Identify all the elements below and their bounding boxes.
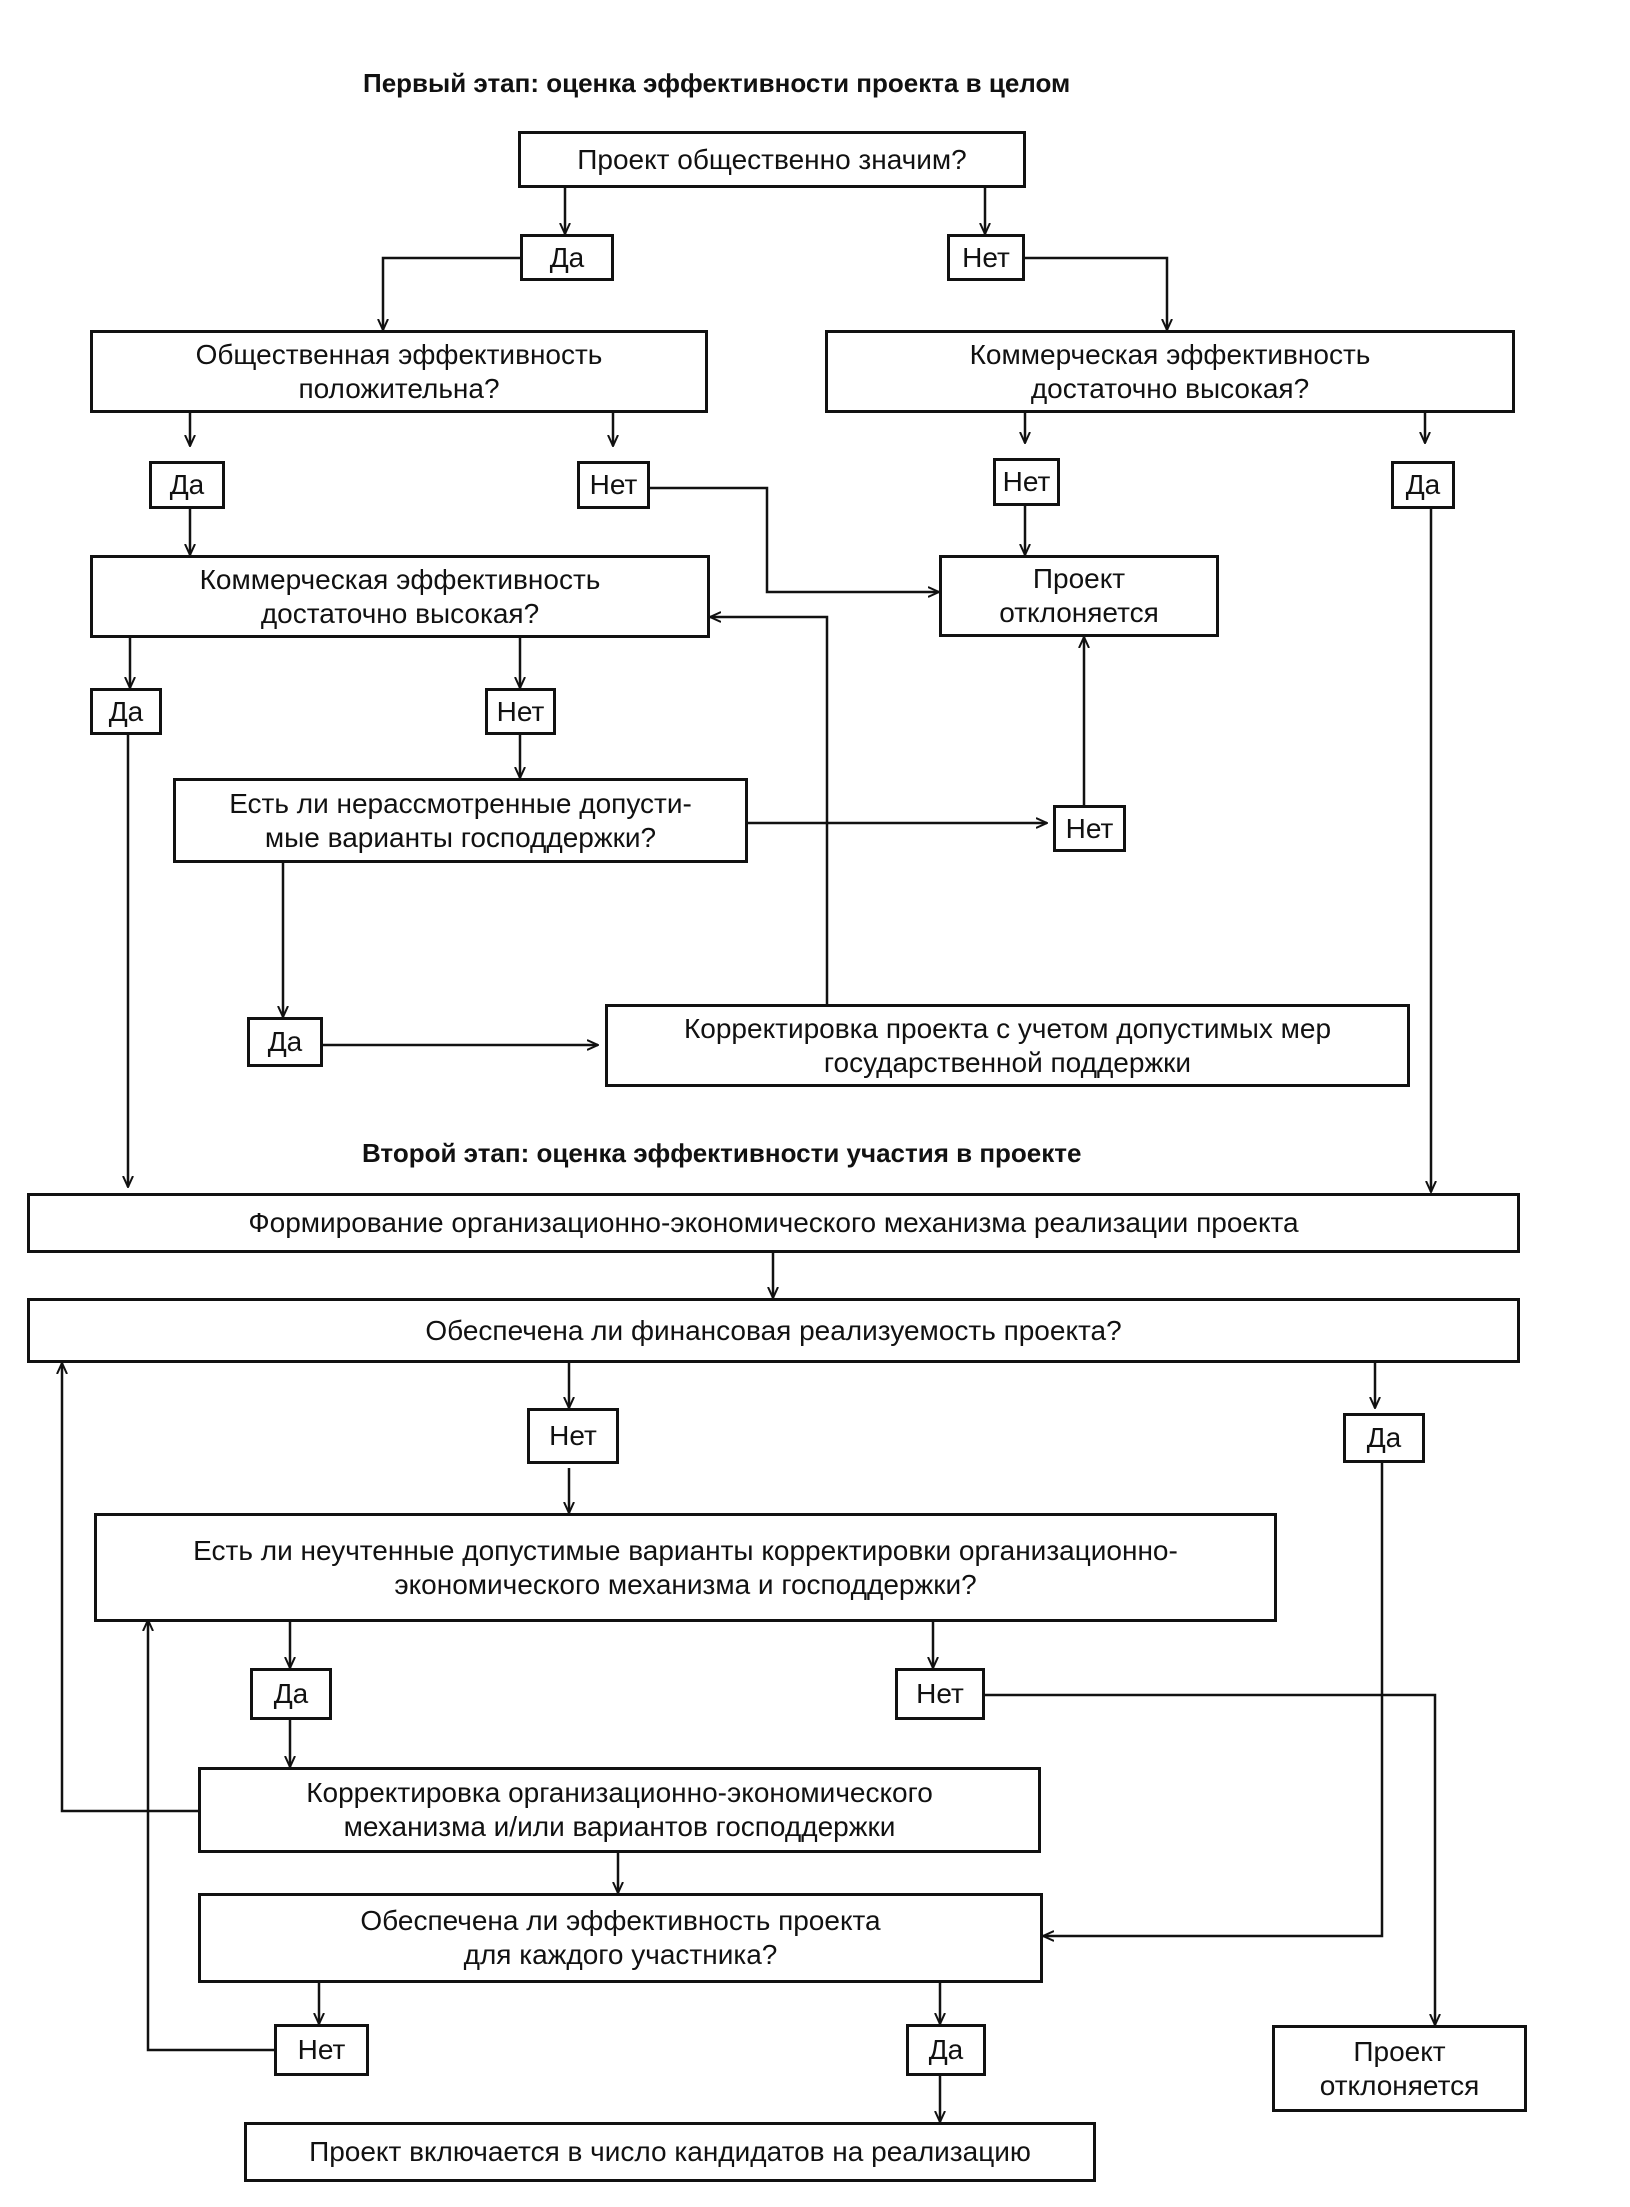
question-unaccounted-variants: Есть ли неучтенные допустимые варианты к… [94,1513,1277,1622]
connector [1043,1463,1384,1936]
connector [710,617,829,1004]
adjust-mechanism-or-support: Корректировка организационно-экономическ… [198,1767,1041,1853]
connector [383,256,520,330]
label-no: Нет [895,1668,985,1720]
label-yes: Да [520,234,614,281]
project-rejected-stage2: Проект отклоняется [1272,2025,1527,2112]
question-participant-efficiency: Обеспечена ли эффективность проекта для … [198,1893,1043,1983]
label-no: Нет [274,2024,369,2076]
project-included-candidates: Проект включается в число кандидатов на … [244,2122,1096,2182]
forming-org-economic-mechanism: Формирование организационно-экономическо… [27,1193,1520,1253]
project-adjustment-state-support: Корректировка проекта с учетом допустимы… [605,1004,1410,1087]
label-yes: Да [250,1668,332,1720]
connector [650,486,939,592]
question-financial-feasibility: Обеспечена ли финансовая реализуемость п… [27,1298,1520,1363]
label-no: Нет [527,1408,619,1464]
label-yes: Да [1391,461,1455,509]
question-commercial-efficiency-right: Коммерческая эффективность достаточно вы… [825,330,1515,413]
label-yes: Да [247,1017,323,1067]
label-no: Нет [577,461,650,509]
label-yes: Да [90,688,162,735]
label-no: Нет [485,688,556,735]
stage2-title: Второй этап: оценка эффективности участи… [362,1138,1082,1168]
question-public-efficiency: Общественная эффективность положительна? [90,330,708,413]
question-state-support-variants: Есть ли нерассмотренные допусти- мые вар… [173,778,748,863]
connector [148,1620,274,2052]
project-rejected-stage1: Проект отклоняется [939,555,1219,637]
label-no: Нет [1053,805,1126,852]
label-no: Нет [947,234,1025,281]
connector [985,1693,1435,2025]
label-no: Нет [993,458,1060,506]
question-social-significance: Проект общественно значим? [518,131,1026,188]
label-yes: Да [906,2024,986,2076]
label-yes: Да [149,461,225,509]
connector [62,1363,198,1813]
stage1-title: Первый этап: оценка эффективности проект… [363,68,1071,98]
label-yes: Да [1343,1413,1425,1463]
question-commercial-efficiency-left: Коммерческая эффективность достаточно вы… [90,555,710,638]
connector [1025,256,1167,330]
